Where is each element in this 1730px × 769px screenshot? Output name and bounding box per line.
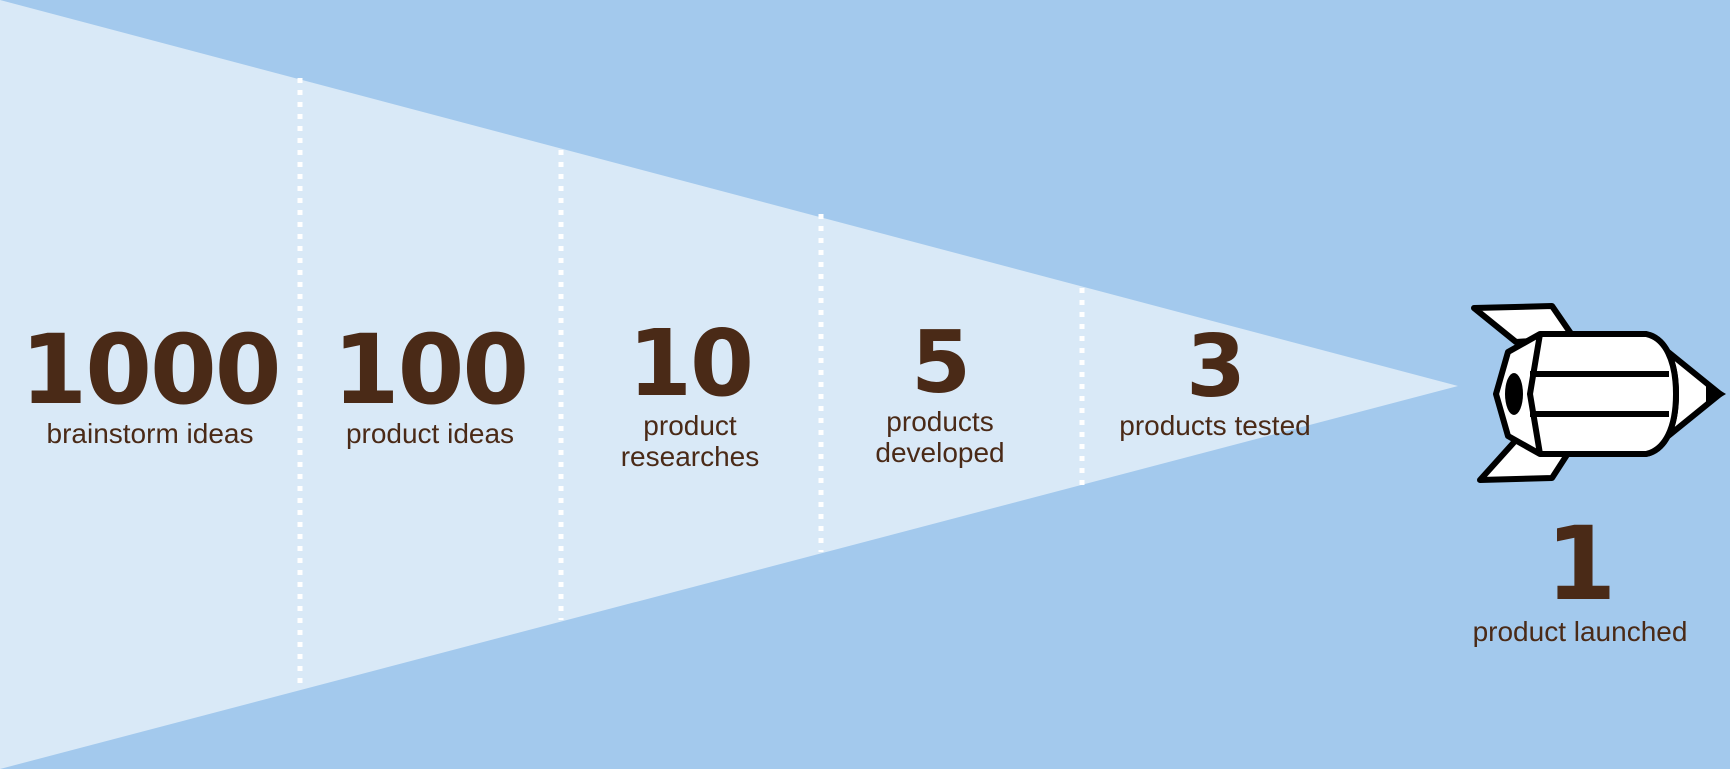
stage-label-line-1: product	[643, 410, 737, 441]
stage-label-line-2: researches	[620, 441, 760, 472]
stage-label: brainstorm ideas	[46, 418, 254, 449]
rocket-icon	[1471, 303, 1726, 483]
stage-label-line-1: products	[886, 406, 994, 437]
rocket-porthole	[1505, 373, 1523, 415]
stage-label: product launched	[1472, 616, 1688, 647]
stage-product-ideas: 100 product ideas	[320, 322, 540, 449]
stage-label: product ideas	[345, 418, 515, 449]
funnel-shape	[0, 0, 1458, 769]
stage-count: 100	[332, 314, 529, 426]
rocket-panel-line	[1527, 333, 1543, 455]
rocket-body	[1493, 331, 1679, 457]
stage-count: 5	[911, 313, 971, 413]
stage-count: 1	[1545, 505, 1617, 624]
stage-count: 10	[627, 310, 754, 417]
rocket-nose-tip	[1706, 382, 1726, 406]
stage-products-tested: 3 products tested	[1090, 324, 1340, 441]
stage-label: products tested	[1119, 410, 1311, 441]
stage-products-developed: 5 products developed	[840, 320, 1040, 468]
stage-count: 3	[1186, 317, 1246, 417]
stage-product-launched: 1 product launched	[1430, 505, 1730, 648]
stage-label-line-2: developed	[875, 437, 1005, 468]
stage-brainstorm-ideas: 1000 brainstorm ideas	[10, 322, 290, 449]
stage-product-researches: 10 product researches	[590, 310, 790, 473]
stage-count: 1000	[20, 314, 281, 426]
